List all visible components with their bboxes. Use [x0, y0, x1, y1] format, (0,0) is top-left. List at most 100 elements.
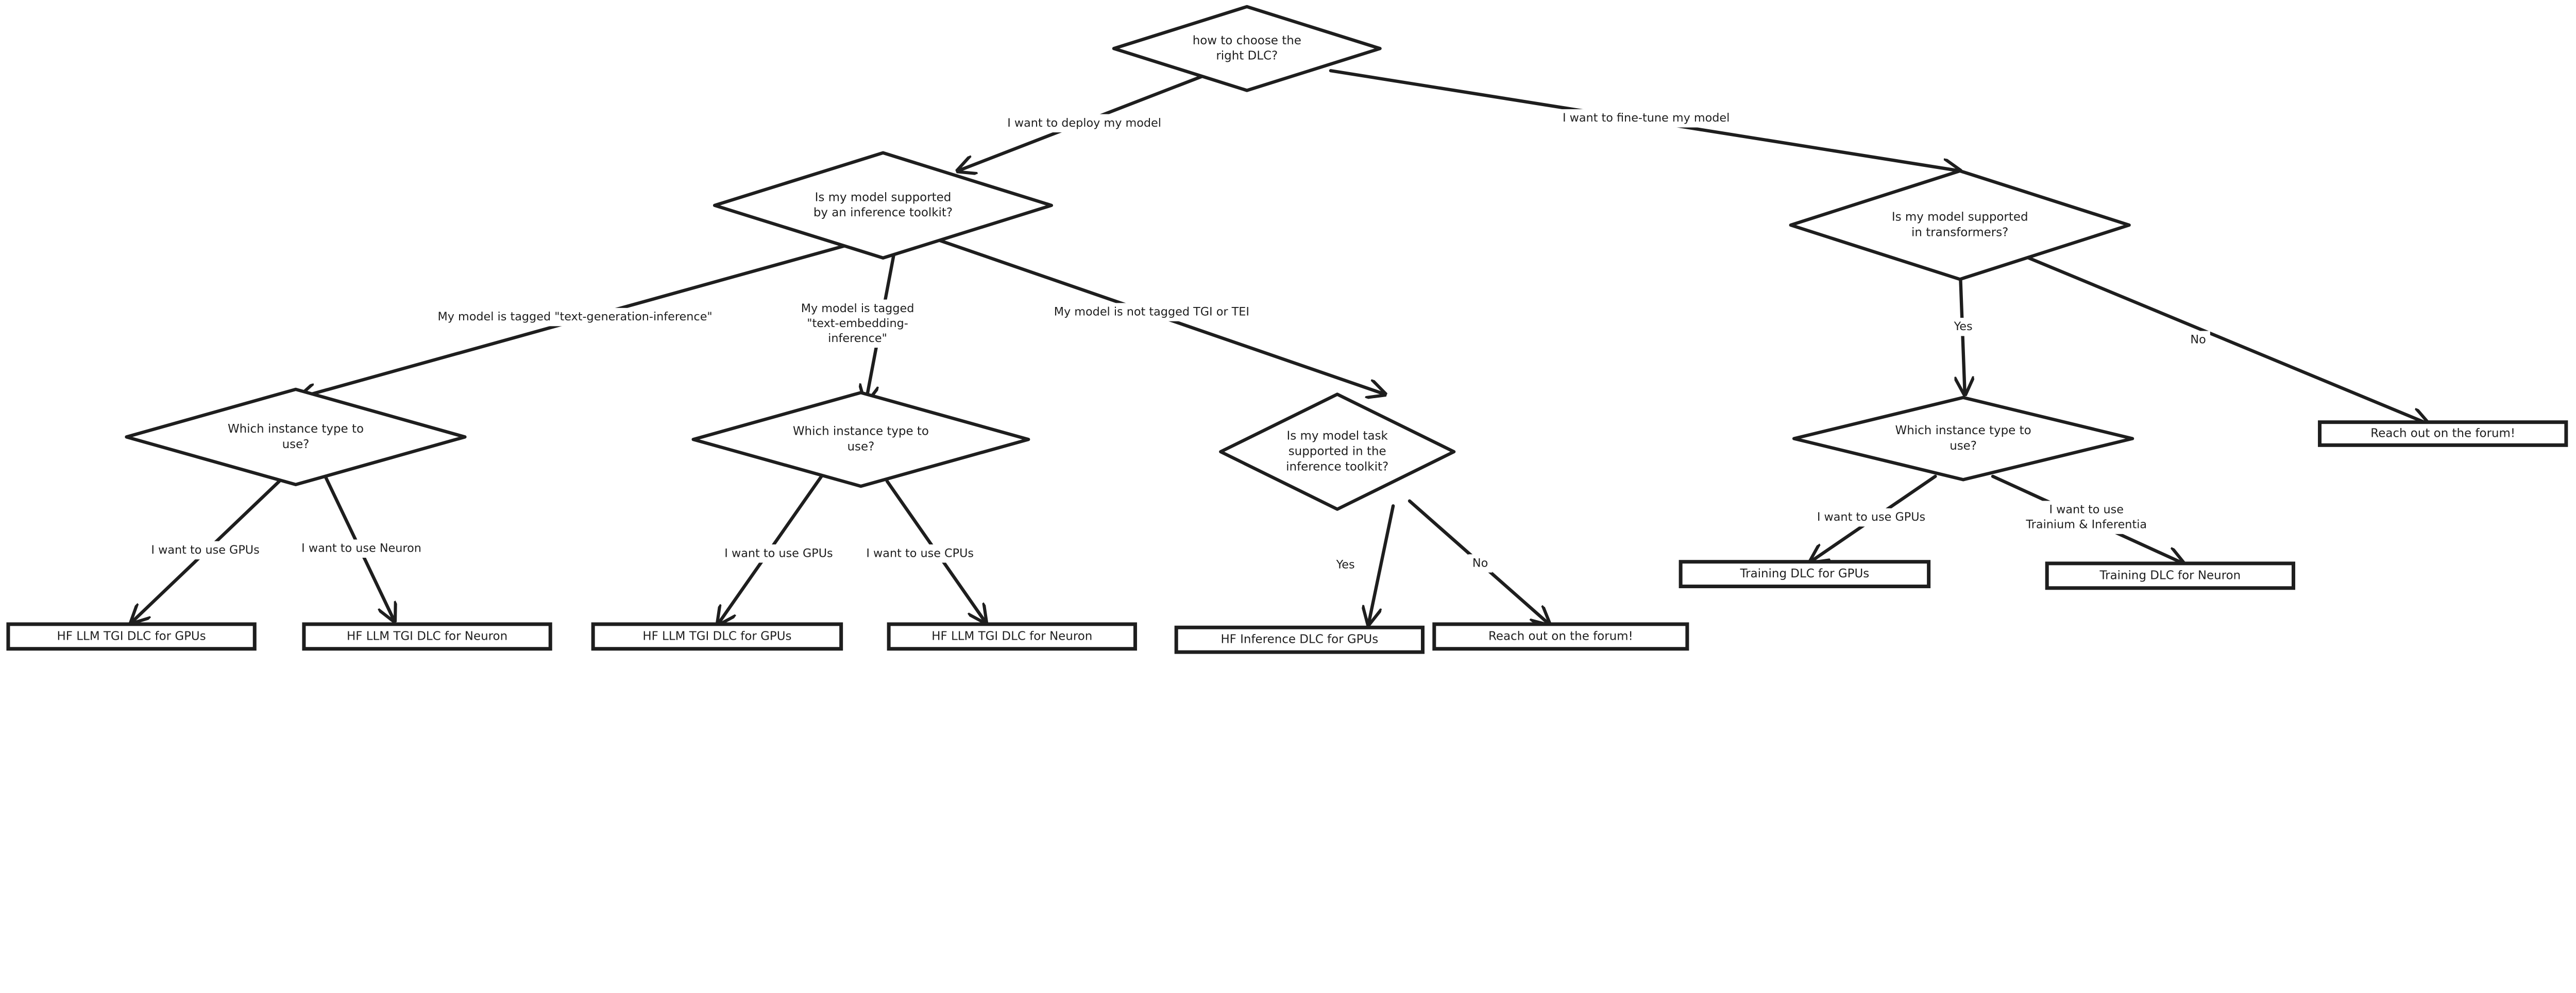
edge-label-background: [1542, 109, 1750, 128]
edge-label-background: [1330, 556, 1361, 574]
outcome-text: HF LLM TGI DLC for GPUs: [57, 629, 206, 643]
edge-tgi_instance-to-tgi_gpu: I want to use GPUs: [131, 480, 281, 622]
nodes-layer: how to choose the right DLC? Is my model s…: [6, 5, 2568, 654]
edge-label: My model is tagged: [801, 302, 914, 315]
outcome-text: HF LLM TGI DLC for Neuron: [931, 629, 1092, 643]
decision-diamond: [125, 387, 467, 487]
outcome-box: [2318, 420, 2568, 447]
edge-task_supported-to-forum_inf: No: [1408, 499, 1549, 624]
outcome-text: Training DLC for Neuron: [2099, 569, 2241, 582]
decision-text: in transformers?: [1911, 226, 2008, 239]
edge-label-background: [1803, 508, 1940, 527]
outcome-box: [2045, 561, 2296, 590]
edge-transformers-to-train_instance: Yes: [1947, 261, 1979, 394]
edge-task_supported-to-inf_gpu: Yes: [1330, 504, 1395, 624]
edge-inference_toolkit-to-task_supported: My model is not tagged TGI or TEI: [931, 236, 1385, 395]
edge-label: Yes: [1336, 558, 1355, 572]
edge-label: No: [2190, 333, 2206, 347]
decision-text: use?: [282, 438, 310, 451]
outcome-box: [887, 622, 1137, 651]
node-tei_gpu: HF LLM TGI DLC for GPUs: [591, 622, 843, 651]
decision-diamond: [1792, 396, 2134, 482]
decision-text: supported in the: [1289, 445, 1386, 458]
node-forum_inf: Reach out on the forum!: [1432, 622, 1689, 651]
edge-label: I want to use GPUs: [151, 543, 259, 557]
connector-arrow: [2019, 253, 2428, 423]
node-inf_gpu: HF Inference DLC for GPUs: [1174, 625, 1425, 654]
edge-label-background: [710, 544, 848, 563]
node-inference_toolkit: Is my model supported by an inference too…: [713, 151, 1054, 260]
edge-label-background: [285, 539, 437, 558]
edge-label-background: [408, 307, 743, 327]
node-tgi_instance: Which instance type to use?: [125, 387, 467, 487]
decision-text: use?: [1950, 439, 1977, 453]
edge-inference_toolkit-to-tei_instance: My model is tagged"text-embedding-infere…: [789, 245, 926, 402]
edges-layer: I want to deploy my model I want to fine-…: [131, 69, 2428, 624]
edge-root-to-inference_toolkit: I want to deploy my model: [958, 71, 1214, 170]
node-forum_train: Reach out on the forum!: [2318, 420, 2568, 447]
decision-text: Which instance type to: [793, 425, 929, 438]
decision-diamond: [1112, 5, 1382, 92]
edge-label-background: [851, 544, 989, 563]
outcome-text: HF LLM TGI DLC for Neuron: [347, 629, 507, 643]
node-tei_instance: Which instance type to use?: [691, 391, 1030, 488]
edge-train_instance-to-train_gpu: I want to use GPUs: [1803, 474, 1940, 562]
edge-label-background: [1030, 303, 1274, 321]
decision-text: Is my model task: [1287, 430, 1388, 443]
outcome-text: Training DLC for GPUs: [1740, 567, 1870, 580]
edge-label-background: [2007, 501, 2166, 534]
edge-label-background: [1468, 554, 1493, 573]
decision-text: right DLC?: [1216, 49, 1278, 63]
outcome-text: HF Inference DLC for GPUs: [1221, 633, 1378, 646]
outcome-text: Reach out on the forum!: [2370, 426, 2515, 440]
edge-label: I want to use GPUs: [1817, 510, 1925, 524]
decision-text: Is my model supported: [815, 191, 952, 204]
outcome-box: [1432, 622, 1689, 651]
edge-label: Yes: [1954, 320, 1973, 333]
edge-tei_instance-to-tei_cpu: I want to use CPUs: [851, 480, 989, 622]
edge-label: I want to use GPUs: [724, 546, 833, 560]
edge-label: I want to use: [2049, 503, 2124, 517]
edge-label-background: [991, 114, 1178, 133]
outcome-box: [1174, 625, 1425, 654]
decision-text: Is my model supported: [1892, 211, 2028, 224]
outcome-text: HF LLM TGI DLC for GPUs: [642, 629, 791, 643]
decision-text: inference toolkit?: [1286, 460, 1388, 473]
decision-text: by an inference toolkit?: [814, 206, 953, 219]
edge-inference_toolkit-to-tgi_instance: My model is tagged "text-generation-infe…: [299, 241, 856, 398]
node-train_neuron: Training DLC for Neuron: [2045, 561, 2296, 590]
edge-label: I want to fine-tune my model: [1563, 111, 1730, 125]
edge-label: I want to use Neuron: [301, 542, 421, 555]
node-tgi_neuron: HF LLM TGI DLC for Neuron: [302, 622, 552, 651]
node-tei_cpu: HF LLM TGI DLC for Neuron: [887, 622, 1137, 651]
node-root: how to choose the right DLC?: [1112, 5, 1382, 92]
node-transformers: Is my model supported in transformers?: [1789, 169, 2131, 281]
edge-label-background: [1947, 318, 1979, 336]
decision-text: use?: [848, 440, 875, 454]
edge-tei_instance-to-tei_gpu: I want to use GPUs: [710, 474, 848, 624]
edge-label: No: [1472, 556, 1488, 570]
decision-text: Which instance type to: [1895, 424, 2031, 437]
edge-label-background: [137, 541, 274, 560]
node-task_supported: Is my model task supported in the inferenc…: [1219, 392, 1456, 511]
edge-label-background: [789, 299, 926, 348]
outcome-box: [6, 622, 257, 651]
node-train_instance: Which instance type to use?: [1792, 396, 2134, 482]
edge-label: Trainium & Inferentia: [2025, 518, 2147, 532]
edge-transformers-to-forum_train: No: [2019, 253, 2428, 423]
decision-diamond: [1789, 169, 2131, 281]
decision-diamond: [1219, 392, 1456, 511]
edge-label: I want to deploy my model: [1007, 116, 1161, 130]
edge-label: inference": [828, 332, 887, 345]
flowchart-canvas: I want to deploy my model I want to fine-…: [6, 5, 2568, 654]
edge-root-to-transformers: I want to fine-tune my model: [1329, 69, 1960, 171]
edge-label: My model is not tagged TGI or TEI: [1054, 305, 1249, 319]
outcome-box: [302, 622, 552, 651]
decision-text: Which instance type to: [228, 422, 364, 436]
node-train_gpu: Training DLC for GPUs: [1679, 560, 1931, 589]
edge-label: I want to use CPUs: [866, 546, 974, 560]
decision-text: how to choose the: [1193, 34, 1301, 47]
decision-diamond: [691, 391, 1030, 488]
decision-diamond: [713, 151, 1054, 260]
